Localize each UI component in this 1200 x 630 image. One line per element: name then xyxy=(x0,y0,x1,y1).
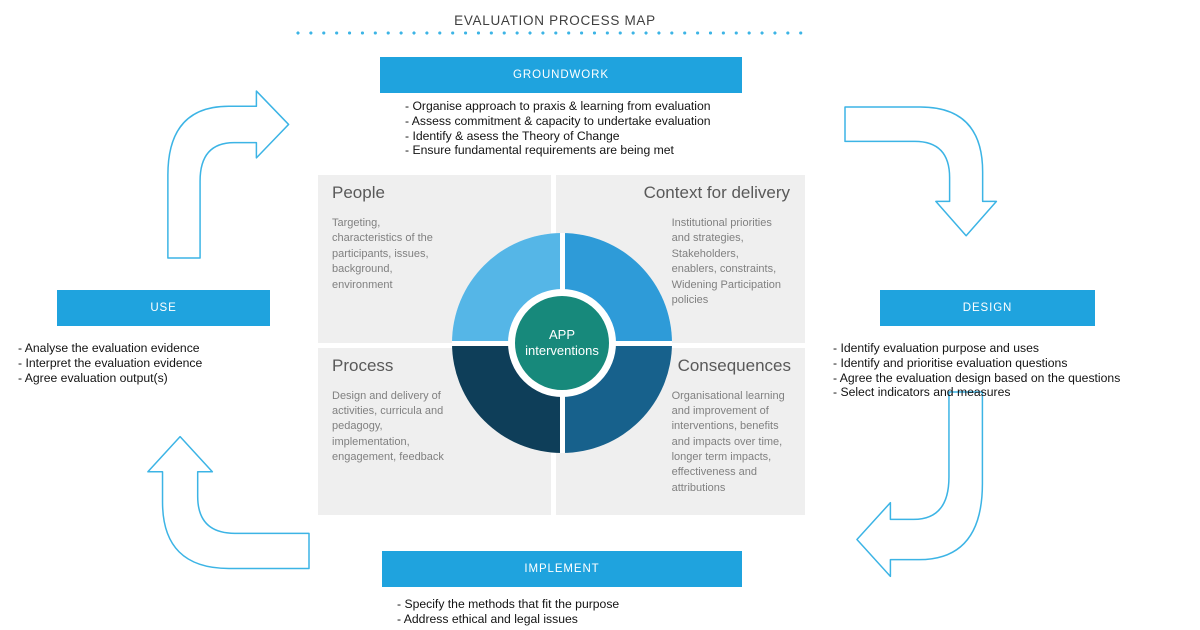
bullet-item: - Analyse the evaluation evidence xyxy=(18,341,200,355)
bullet-item: - Specify the methods that fit the purpo… xyxy=(397,597,620,611)
dotted-divider xyxy=(296,31,812,35)
stage-banner-design: DESIGN xyxy=(880,290,1095,326)
bullet-item: - Identify and prioritise evaluation que… xyxy=(833,355,1068,370)
flow-arrow-implement-to-use xyxy=(143,422,309,588)
bullet-item: - Agree evaluation output(s) xyxy=(18,370,168,385)
cycle-donut: APP interventions xyxy=(452,233,672,453)
bullet-item: - Organise approach to praxis & learning… xyxy=(405,99,711,113)
page-title: EVALUATION PROCESS MAP xyxy=(454,13,656,28)
bullet-item: - Identify & asess the Theory of Change xyxy=(405,128,620,143)
stage-banner-use: USE xyxy=(57,290,270,326)
bullet-item: - Interpret the evaluation evidence xyxy=(18,355,203,370)
bullet-item: - Address ethical and legal issues xyxy=(397,611,578,626)
bullet-item: - Select indicators and measures xyxy=(833,385,1011,400)
bullet-item: - Assess commitment & capacity to undert… xyxy=(405,113,711,128)
use-bullet-list: - Analyse the evaluation evidence - Inte… xyxy=(18,341,202,385)
bullet-item: - Identify evaluation purpose and uses xyxy=(833,341,1039,355)
panel-body: Institutional priorities and strategies,… xyxy=(671,217,782,306)
flow-arrow-groundwork-to-design xyxy=(845,88,1001,250)
design-bullet-list: - Identify evaluation purpose and uses -… xyxy=(833,341,1120,400)
panel-title: People xyxy=(332,183,385,202)
stage-banner-groundwork: GROUNDWORK xyxy=(380,57,742,93)
panel-body: Targeting, characteristics of the partic… xyxy=(332,217,433,291)
bullet-item: - Agree the evaluation design based on t… xyxy=(833,370,1121,385)
hub-label: APP interventions xyxy=(525,326,599,358)
implement-bullet-list: - Specify the methods that fit the purpo… xyxy=(397,597,619,627)
bullet-item: - Ensure fundamental requirements are be… xyxy=(405,143,674,158)
panel-title: Context for delivery xyxy=(643,183,791,202)
stage-banner-implement: IMPLEMENT xyxy=(382,551,742,587)
flow-arrow-use-to-groundwork xyxy=(150,86,302,258)
app-interventions-hub: APP interventions xyxy=(508,289,616,397)
panel-body: Design and delivery of activities, curri… xyxy=(332,389,444,464)
panel-title: Consequences xyxy=(677,355,791,375)
panel-body: Organisational learning and improvement … xyxy=(671,389,785,494)
flow-arrow-design-to-implement xyxy=(843,392,1001,582)
panel-title: Process xyxy=(332,355,394,375)
groundwork-bullet-list: - Organise approach to praxis & learning… xyxy=(405,99,711,158)
